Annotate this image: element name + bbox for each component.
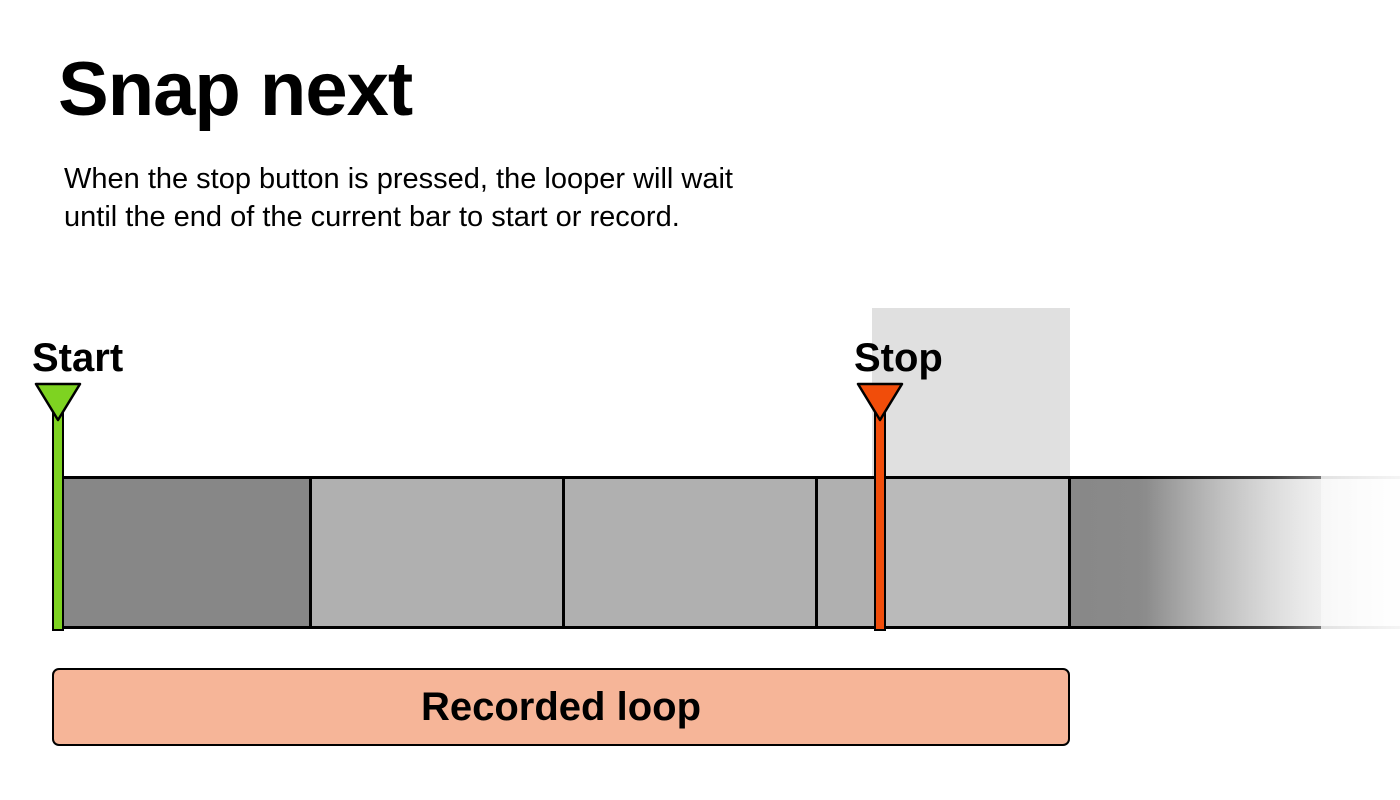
description: When the stop button is pressed, the loo… xyxy=(64,160,924,236)
description-line-1: When the stop button is pressed, the loo… xyxy=(64,163,733,195)
recorded-loop-bar: Recorded loop xyxy=(52,668,1070,746)
description-line-2: until the end of the current bar to star… xyxy=(64,201,680,233)
page-title: Snap next xyxy=(58,47,413,132)
snap-wait-region xyxy=(872,308,1070,478)
start-marker-line xyxy=(52,409,64,631)
stop-marker-line xyxy=(874,409,886,631)
start-marker-triangle xyxy=(34,382,82,422)
bar-5 xyxy=(1068,476,1324,629)
stop-marker-triangle xyxy=(856,382,904,422)
bar-timeline xyxy=(60,476,1400,629)
start-marker xyxy=(34,382,82,631)
stop-marker xyxy=(856,382,904,631)
bar-6 xyxy=(1321,476,1400,629)
start-marker-label: Start xyxy=(32,336,124,380)
recorded-loop-label: Recorded loop xyxy=(420,685,702,729)
stop-marker-label: Stop xyxy=(854,336,943,380)
bar-4-wait-portion xyxy=(880,479,1068,626)
bar-3 xyxy=(562,476,818,629)
bar-2 xyxy=(309,476,565,629)
bar-1 xyxy=(60,476,312,629)
